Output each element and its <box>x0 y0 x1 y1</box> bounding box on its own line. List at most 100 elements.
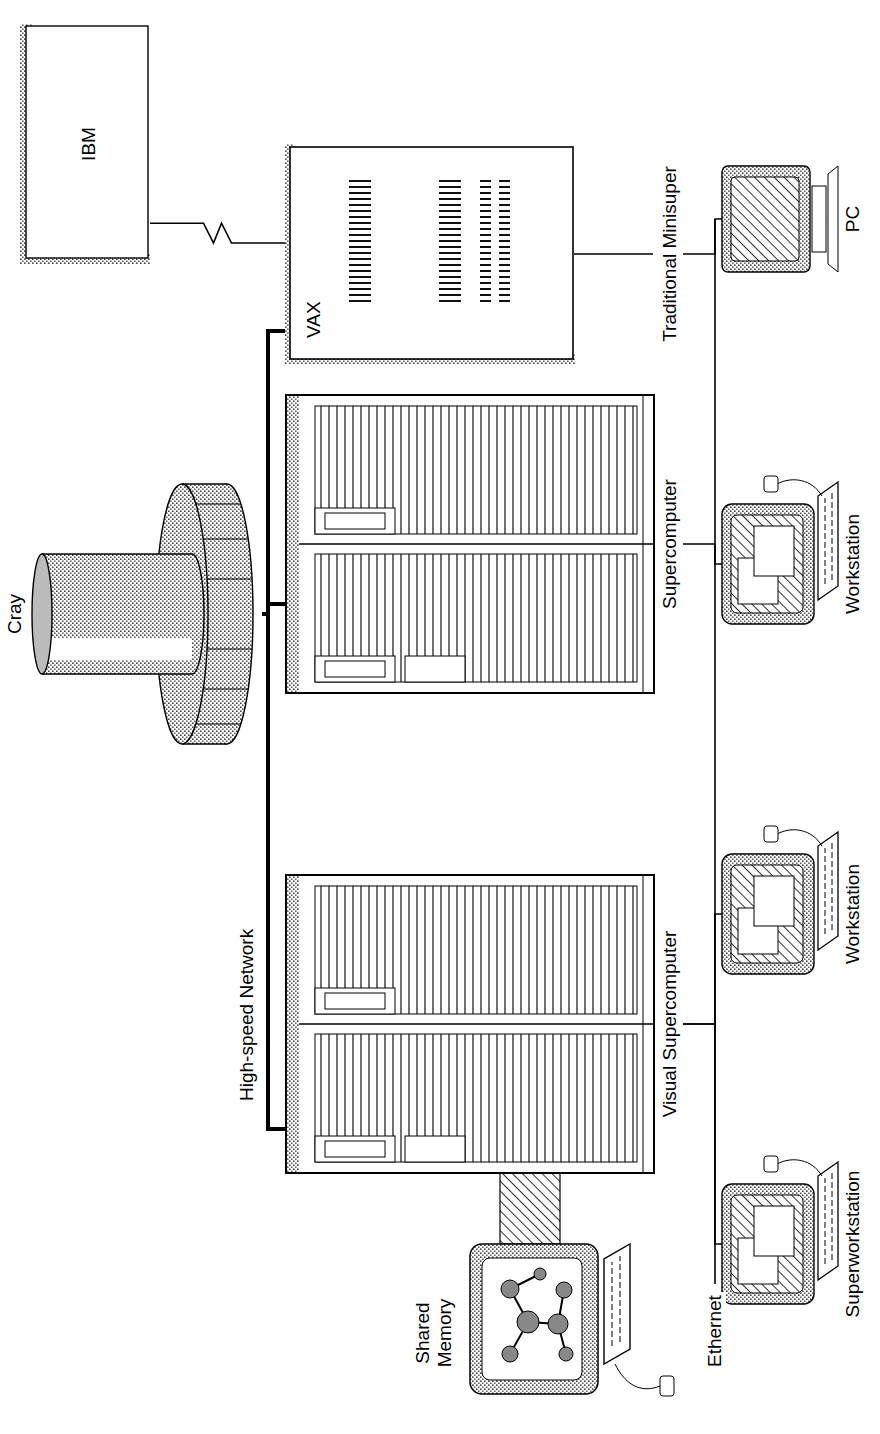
rect-shape <box>315 406 637 534</box>
line-shape <box>825 1178 826 1264</box>
polygon-shape <box>818 482 838 600</box>
keyboard-keys <box>612 1262 613 1346</box>
rect-shape <box>42 554 192 674</box>
circle-shape <box>501 1280 519 1298</box>
rect-shape <box>435 178 465 304</box>
cabinet-illustration <box>285 874 655 1174</box>
path-shape <box>777 1160 822 1176</box>
rect-shape <box>315 886 637 1014</box>
rect-shape <box>754 1206 794 1256</box>
rect-shape <box>315 508 395 534</box>
monitor-screen <box>482 1258 582 1380</box>
rect-shape <box>325 513 385 529</box>
circle-shape <box>556 1282 572 1298</box>
rect-shape <box>812 186 826 252</box>
mouse <box>660 1376 674 1396</box>
line-shape <box>832 842 833 930</box>
cabinet-node: Supercomputer <box>285 394 683 694</box>
line-shape <box>207 579 252 580</box>
rect-shape <box>405 1136 465 1162</box>
ethernet-link <box>683 544 722 564</box>
rect-shape <box>754 526 794 576</box>
ethernet-link <box>683 219 722 254</box>
circle-shape <box>534 1268 546 1280</box>
line-shape <box>299 543 653 545</box>
rect-shape <box>315 988 395 1014</box>
workstation-illustration <box>722 814 840 1014</box>
shared-memory-band <box>500 1172 560 1244</box>
rect-shape <box>315 1136 395 1162</box>
rect-shape <box>315 554 637 682</box>
ethernet-link <box>683 1024 722 1244</box>
line-shape <box>207 649 252 650</box>
rect-shape <box>722 1184 814 1304</box>
molecule-atoms <box>501 1268 573 1362</box>
line-shape <box>832 492 833 580</box>
rect-shape <box>325 1141 385 1157</box>
cray-illustration <box>32 484 262 744</box>
node-label: Visual Supercomputer <box>659 824 681 1224</box>
pc-illustration <box>722 144 840 294</box>
network-link <box>262 331 285 614</box>
rect-shape <box>405 656 465 682</box>
rect-shape <box>286 395 654 693</box>
line-shape <box>825 498 826 584</box>
pc-node: PC <box>722 144 866 294</box>
node-label: IBM <box>78 24 100 264</box>
path-shape <box>777 830 822 846</box>
minisuper-node: VAXTraditional Minisuper <box>285 144 683 364</box>
rect-shape <box>325 993 385 1009</box>
rect-shape <box>764 476 778 492</box>
path-shape <box>777 480 822 496</box>
rect-shape <box>42 638 192 660</box>
node-label: Cray <box>4 434 26 794</box>
circle-shape <box>517 1311 539 1333</box>
workstation-node: Superworkstation <box>722 1144 866 1344</box>
node-label: VAX <box>303 301 325 338</box>
rect-shape <box>764 1156 778 1172</box>
annotation-label: Shared Memory <box>412 1282 456 1384</box>
annotation-label: Ethernet <box>704 1292 726 1370</box>
cabinet-illustration <box>285 394 655 694</box>
line-shape <box>182 743 227 744</box>
node-label: PC <box>842 94 864 344</box>
polygon-shape <box>818 1162 838 1280</box>
keyboard <box>604 1244 630 1364</box>
line-shape <box>574 253 653 255</box>
line-shape <box>203 539 248 540</box>
ethernet-link <box>683 914 722 1024</box>
rect-shape <box>731 1195 803 1293</box>
ethernet-link <box>150 223 285 243</box>
rect-shape <box>315 656 395 682</box>
workstation-illustration <box>722 1144 840 1344</box>
circle-shape <box>559 1347 573 1361</box>
node-label: Workstation <box>842 764 864 1064</box>
rect-shape <box>731 515 803 613</box>
workstation-node: Workstation <box>722 814 866 1014</box>
mainframe-node: IBM <box>20 24 150 264</box>
line-shape <box>299 1023 653 1025</box>
mainframe-node: Cray <box>4 484 262 744</box>
shared-memory-display <box>470 1172 674 1396</box>
node-label: Supercomputer <box>659 344 681 744</box>
line-shape <box>42 553 192 554</box>
node-label: Superworkstation <box>842 1094 864 1394</box>
rect-shape <box>480 178 510 304</box>
line-shape <box>825 848 826 934</box>
rect-shape <box>287 396 299 692</box>
mouse-cord <box>615 1364 660 1389</box>
circle-shape <box>502 1346 518 1362</box>
rect-shape <box>722 166 810 272</box>
node-label: Traditional Minisuper <box>659 94 681 414</box>
circle-shape <box>548 1314 568 1334</box>
ellipse-shape <box>32 554 52 674</box>
node-label: Workstation <box>842 414 864 714</box>
workstation-node: Workstation <box>722 464 866 664</box>
rect-shape <box>325 661 385 677</box>
cabinet-node: Visual Supercomputer <box>285 874 683 1174</box>
annotation-label: High-speed Network <box>236 926 258 1104</box>
line-shape <box>203 689 248 690</box>
monitor-case <box>470 1244 598 1394</box>
line-shape <box>643 396 644 692</box>
keyboard-keys <box>620 1256 621 1342</box>
